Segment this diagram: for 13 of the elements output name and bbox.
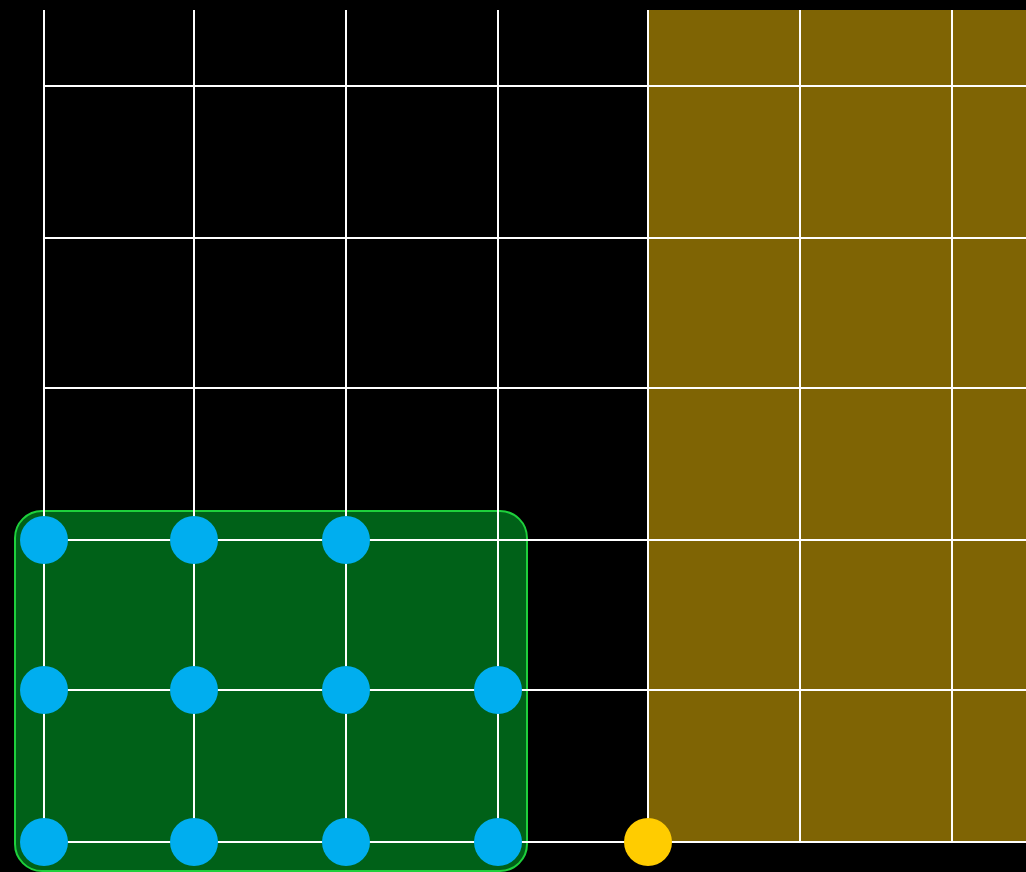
grid-point [19, 665, 67, 713]
grid-point [19, 817, 67, 865]
grid-point [169, 665, 217, 713]
grid-point [321, 515, 369, 563]
grid-point [169, 515, 217, 563]
grid-point [624, 818, 672, 866]
grid-point [169, 817, 217, 865]
grid-point [19, 515, 67, 563]
grid-point [473, 665, 521, 713]
grid-point [321, 665, 369, 713]
highlight-region [14, 510, 528, 872]
grid-point [473, 817, 521, 865]
grid-point [321, 817, 369, 865]
